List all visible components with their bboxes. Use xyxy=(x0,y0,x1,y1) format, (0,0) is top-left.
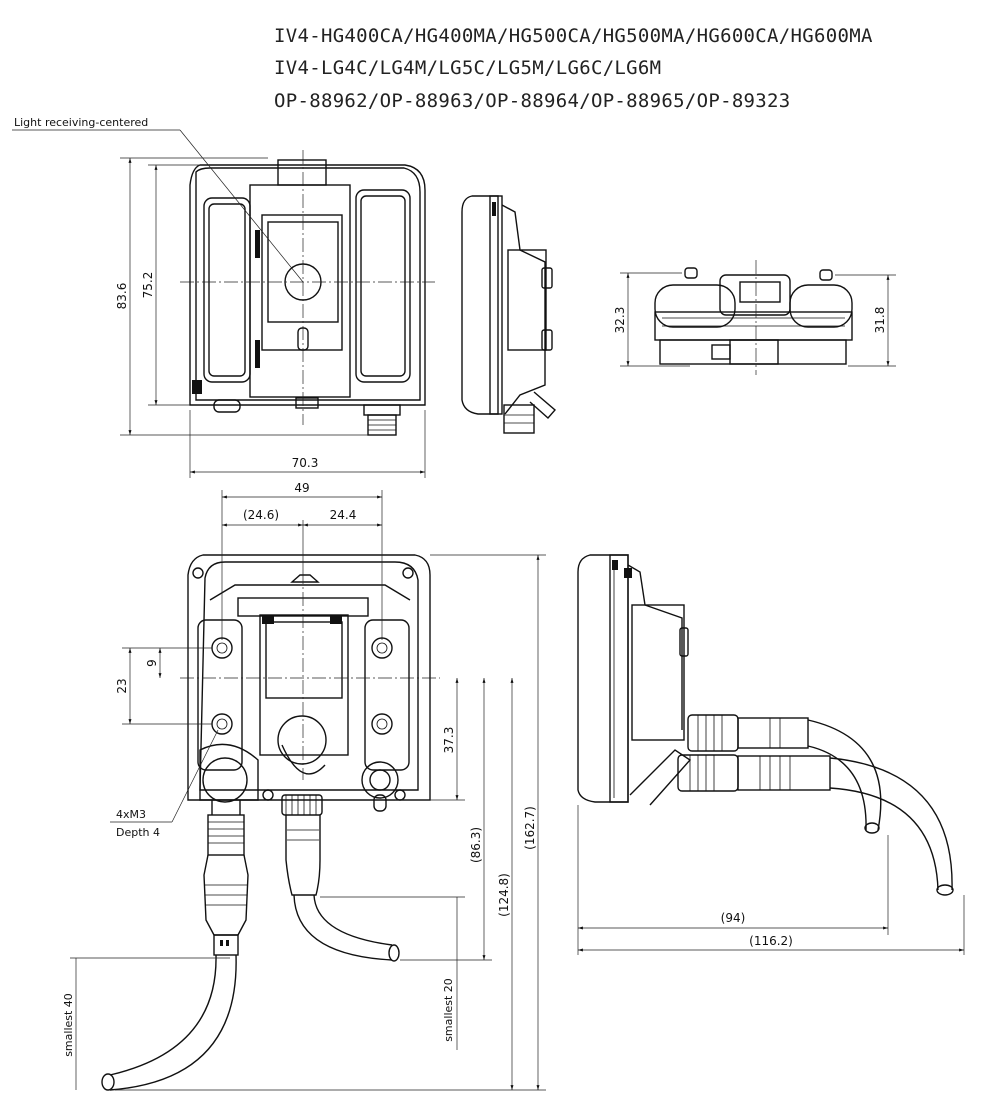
dim-rear-total-height: (162.7) xyxy=(523,806,537,850)
dim-rear-cable-left: (124.8) xyxy=(497,873,511,917)
bend-radius-right: smallest 20 xyxy=(442,978,455,1042)
dim-rear-hole-pitch: 23 xyxy=(115,678,129,693)
front-dimensions: 83.6 75.2 70.3 xyxy=(115,157,426,478)
dim-rear-right-half: 24.4 xyxy=(330,508,357,522)
dim-top-height-b: 31.8 xyxy=(873,307,887,334)
model-line-1: IV4-HG400CA/HG400MA/HG500CA/HG500MA/HG60… xyxy=(274,25,873,47)
dim-side-depth-b: (116.2) xyxy=(749,934,793,948)
dim-rear-cable-right: (86.3) xyxy=(469,827,483,863)
side-view-small xyxy=(461,195,556,434)
left-cable xyxy=(101,800,249,1091)
dim-front-width: 70.3 xyxy=(292,456,319,470)
rear-view xyxy=(180,554,440,812)
light-receiving-label: Light receiving-centered xyxy=(14,116,148,129)
dim-front-height-total: 83.6 xyxy=(115,283,129,310)
side-view-large: (94) (116.2) xyxy=(577,554,965,955)
bend-radius-left: smallest 40 xyxy=(62,993,75,1057)
center-cable xyxy=(281,794,400,962)
dim-side-depth-a: (94) xyxy=(721,911,746,925)
dim-rear-left-half: (24.6) xyxy=(243,508,279,522)
model-line-3: OP-88962/OP-88963/OP-88964/OP-88965/OP-8… xyxy=(274,90,791,112)
dim-front-height-body: 75.2 xyxy=(141,272,155,299)
dim-top-height-a: 32.3 xyxy=(613,307,627,334)
front-view xyxy=(179,129,435,436)
rear-dimensions: 49 (24.6) 24.4 23 9 37.3 smallest 20 (86… xyxy=(62,481,546,1091)
top-view: 32.3 31.8 xyxy=(613,260,896,375)
dim-rear-width: 49 xyxy=(294,481,309,495)
tap-size-label: 4xM3 xyxy=(116,808,146,821)
model-line-2: IV4-LG4C/LG4M/LG5C/LG5M/LG6C/LG6M xyxy=(274,57,661,79)
tap-depth-label: Depth 4 xyxy=(116,826,160,839)
dim-rear-center-bottom: 37.3 xyxy=(442,727,456,754)
dim-rear-hole-offset: 9 xyxy=(145,659,159,667)
